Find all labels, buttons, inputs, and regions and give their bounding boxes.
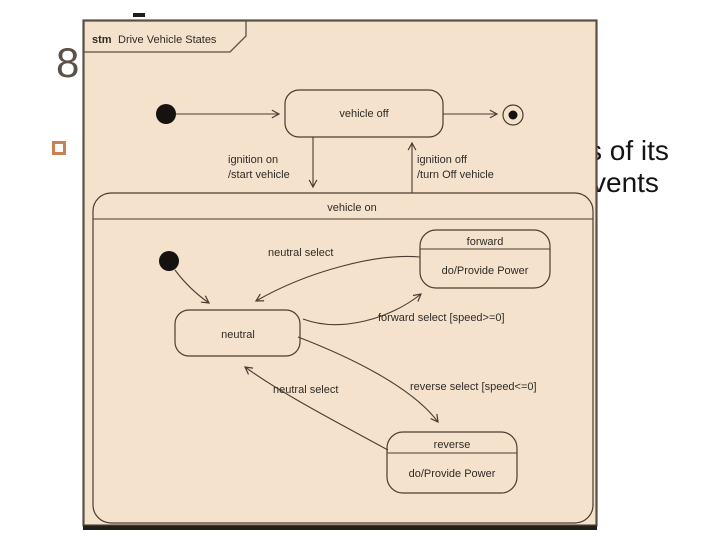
bullet-square-icon <box>52 141 66 155</box>
transition-initial-to-neutral <box>174 269 211 304</box>
frame-heading-tab <box>83 20 247 53</box>
transition-ignition-off-trigger: ignition off <box>417 154 468 166</box>
state-reverse-activity: do/Provide Power <box>409 468 496 480</box>
transition-neutral-select-bottom-label: neutral select <box>273 384 338 396</box>
slide-text-fragment-2: vents <box>592 167 659 198</box>
state-reverse-label: reverse <box>434 439 471 451</box>
state-reverse <box>386 431 518 494</box>
transition-ignition-off-effect: /turn Off vehicle <box>417 169 494 181</box>
hidden-title-text-fragment <box>133 13 145 17</box>
transition-neutral-select-from-forward <box>254 255 421 302</box>
frame-title: Drive Vehicle States <box>118 34 217 46</box>
state-forward-activity: do/Provide Power <box>442 265 529 277</box>
inner-initial-state-icon <box>159 251 179 271</box>
state-vehicle-on-label: vehicle on <box>327 202 377 214</box>
transition-ignition-on-trigger: ignition on <box>228 154 278 166</box>
state-vehicle-on <box>92 192 594 524</box>
initial-state-icon <box>156 104 176 124</box>
stm-drive-vehicle-states-svg: stm Drive Vehicle States vehicle off ign… <box>82 19 598 531</box>
state-machine-diagram-image: stm Drive Vehicle States vehicle off ign… <box>82 19 598 531</box>
state-neutral-label: neutral <box>221 329 255 341</box>
state-forward-label: forward <box>467 236 504 248</box>
state-forward <box>419 229 551 289</box>
slide-text-fragment-1: s of its <box>588 135 669 166</box>
state-neutral <box>174 309 301 357</box>
transition-neutral-select-top-label: neutral select <box>268 247 333 259</box>
final-state-icon <box>502 104 524 126</box>
transition-reverse-select-label: reverse select [speed<=0] <box>410 381 537 393</box>
slide-page-number: 8 <box>56 39 80 86</box>
transition-forward-select-label: forward select [speed>=0] <box>378 312 505 324</box>
transition-neutral-select-from-reverse <box>243 366 389 451</box>
final-state-dot <box>508 110 518 120</box>
frame-keyword: stm <box>92 34 112 46</box>
transition-ignition-on-effect: /start vehicle <box>228 169 290 181</box>
transition-forward-select <box>302 293 422 326</box>
state-vehicle-off-label: vehicle off <box>339 108 389 120</box>
transition-reverse-select <box>297 336 439 424</box>
